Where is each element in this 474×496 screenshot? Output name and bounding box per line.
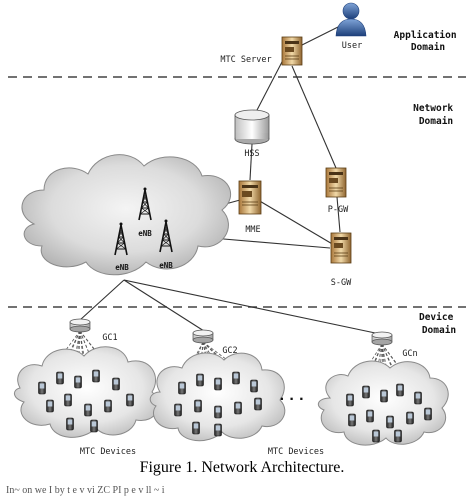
gateway-icon [192,329,214,344]
link-enb-gcn [123,279,381,335]
mtc-device-icon [396,383,404,397]
device-cloud-right [317,360,449,446]
mtc-device-icon [178,381,186,395]
mtc-device-icon [126,393,134,407]
gc2-label: GC2 [222,346,237,356]
mtc-device-icon [38,381,46,395]
mtc-device-icon [380,389,388,403]
mtc-device-icon [174,403,182,417]
mtc-device-icon [64,393,72,407]
mtc-device-icon [84,403,92,417]
mme-label: MME [245,225,260,235]
mtc-device-icon [46,399,54,413]
mtc-device-icon [250,379,258,393]
mtc-device-icon [104,399,112,413]
mtc-device-icon [232,371,240,385]
sgw-icon [330,232,352,264]
gcn-label: GCn [402,349,417,359]
mtc-server-label: MTC Server [220,55,271,65]
group-coordinators [69,318,393,346]
mtc-device-icon [372,429,380,443]
mtc-device-icon [66,417,74,431]
hss-database-icon [234,109,270,145]
link-cloud-sgw [211,237,331,249]
link-server-user [299,25,341,47]
mtc-device-icon [192,421,200,435]
mtc-devices-label-right: MTC Devices [268,447,324,457]
network-domain-label: Network Domain [413,103,459,127]
user-label: User [342,41,362,51]
ellipsis: · · · [280,391,305,408]
mtc-device-icon [386,415,394,429]
mtc-device-icon [366,409,374,423]
application-domain-label: Application Domain [394,30,463,53]
mme-icon [238,180,262,215]
mtc-device-icon [214,405,222,419]
gateway-icon [69,318,91,333]
mtc-device-icon [424,407,432,421]
mtc-device-icon [406,411,414,425]
mtc-device-icon [194,399,202,413]
enb-towers [114,187,173,256]
device-domain-label: Device Domain [419,312,459,336]
enb-cloud [21,154,232,276]
pgw-icon [325,167,347,198]
enb-label-top: eNB [138,229,152,238]
mtc-device-icon [112,377,120,391]
mtc-device-icon [362,385,370,399]
link-pgw-sgw [336,196,341,233]
mtc-device-icon [234,401,242,415]
mtc-device-icon [346,393,354,407]
link-enb-gc2 [123,279,205,332]
link-server-pgw [291,65,337,169]
mtc-device-icon [348,413,356,427]
device-link [381,343,385,391]
antenna-tower-icon [138,187,152,221]
enb-label-left: eNB [115,263,129,272]
mtc-device-icon [74,375,82,389]
figure-caption: Figure 1. Network Architecture. [140,459,345,476]
link-mme-sgw [257,199,335,246]
device-cloud-left [14,346,159,438]
link-hss-mme [249,143,253,181]
mtc-device-icon [214,377,222,391]
mtc-device-icon [196,373,204,387]
antenna-tower-icon [159,219,173,253]
mtc-device-icon [56,371,64,385]
mtc-device-icon [92,369,100,383]
network-links [79,25,381,335]
hss-label: HSS [244,149,259,159]
link-server-hss [255,59,284,113]
sgw-label: S-GW [331,278,352,288]
mtc-device-icon [414,391,422,405]
mtc-device-icon [214,423,222,437]
footer-text-fragment: In~ on we I by t e v vi ZC PI p e v ll ~… [6,485,165,496]
mtc-device-icon [254,397,262,411]
enb-label-right: eNB [159,261,173,270]
device-cloud-middle [149,352,286,442]
mtc-devices-label-left: MTC Devices [80,447,136,457]
user-icon [335,2,367,37]
mtc-devices [38,369,432,443]
gateway-icon [371,331,393,346]
mtc-server-icon [281,36,303,66]
mtc-device-icon [90,419,98,433]
mtc-device-icon [394,429,402,443]
gc1-label: GC1 [102,333,117,343]
pgw-label: P-GW [328,205,349,215]
link-enb-gc1 [79,279,125,321]
antenna-tower-icon [114,222,128,256]
device-link [351,343,383,415]
